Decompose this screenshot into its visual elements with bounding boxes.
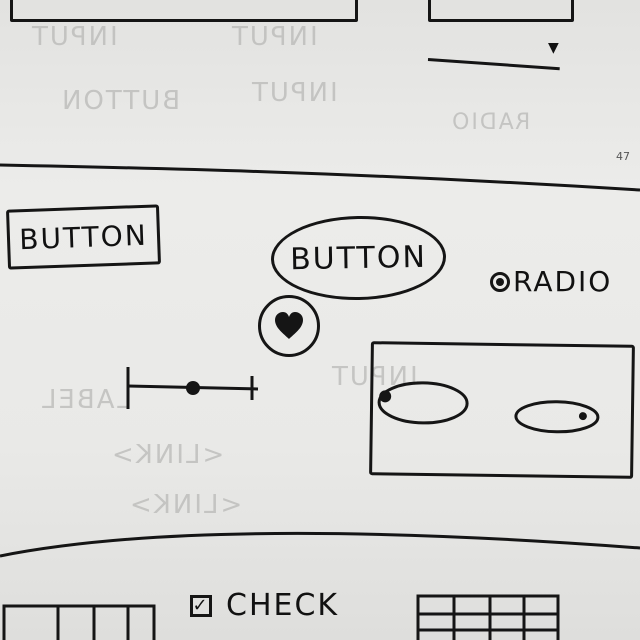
like-button[interactable] xyxy=(258,295,320,357)
radio-selected-dot xyxy=(496,277,504,286)
slider-graphic xyxy=(126,367,259,409)
toggle-switches xyxy=(377,381,600,434)
rectangular-button-label: BUTTON xyxy=(18,218,149,256)
page-number: 47 xyxy=(616,150,630,163)
checkmark-icon: ✓ xyxy=(192,594,210,616)
toggle-switch-off xyxy=(514,400,600,434)
table-sketch-right xyxy=(416,594,560,640)
toggle-switch-on xyxy=(377,381,469,425)
checkbox-box[interactable]: ✓ xyxy=(190,594,212,617)
top-input-box[interactable] xyxy=(10,0,358,22)
toggle-panel xyxy=(369,341,635,479)
heart-icon xyxy=(275,312,303,339)
dropdown-arrow-icon[interactable]: ▼ xyxy=(548,40,559,56)
checkbox-option[interactable]: ✓ CHECK xyxy=(190,588,339,623)
slider[interactable] xyxy=(122,362,264,412)
radio-circle[interactable] xyxy=(490,271,510,292)
top-input-box-right[interactable] xyxy=(428,0,574,22)
radio-option[interactable]: RADIO xyxy=(490,265,612,298)
radio-label: RADIO xyxy=(513,265,613,298)
rectangular-button[interactable]: BUTTON xyxy=(5,204,162,270)
slider-thumb xyxy=(186,381,200,395)
table-sketch-left xyxy=(2,604,156,640)
checkbox-label: CHECK xyxy=(226,588,340,623)
oval-button-label: BUTTON xyxy=(289,239,428,277)
